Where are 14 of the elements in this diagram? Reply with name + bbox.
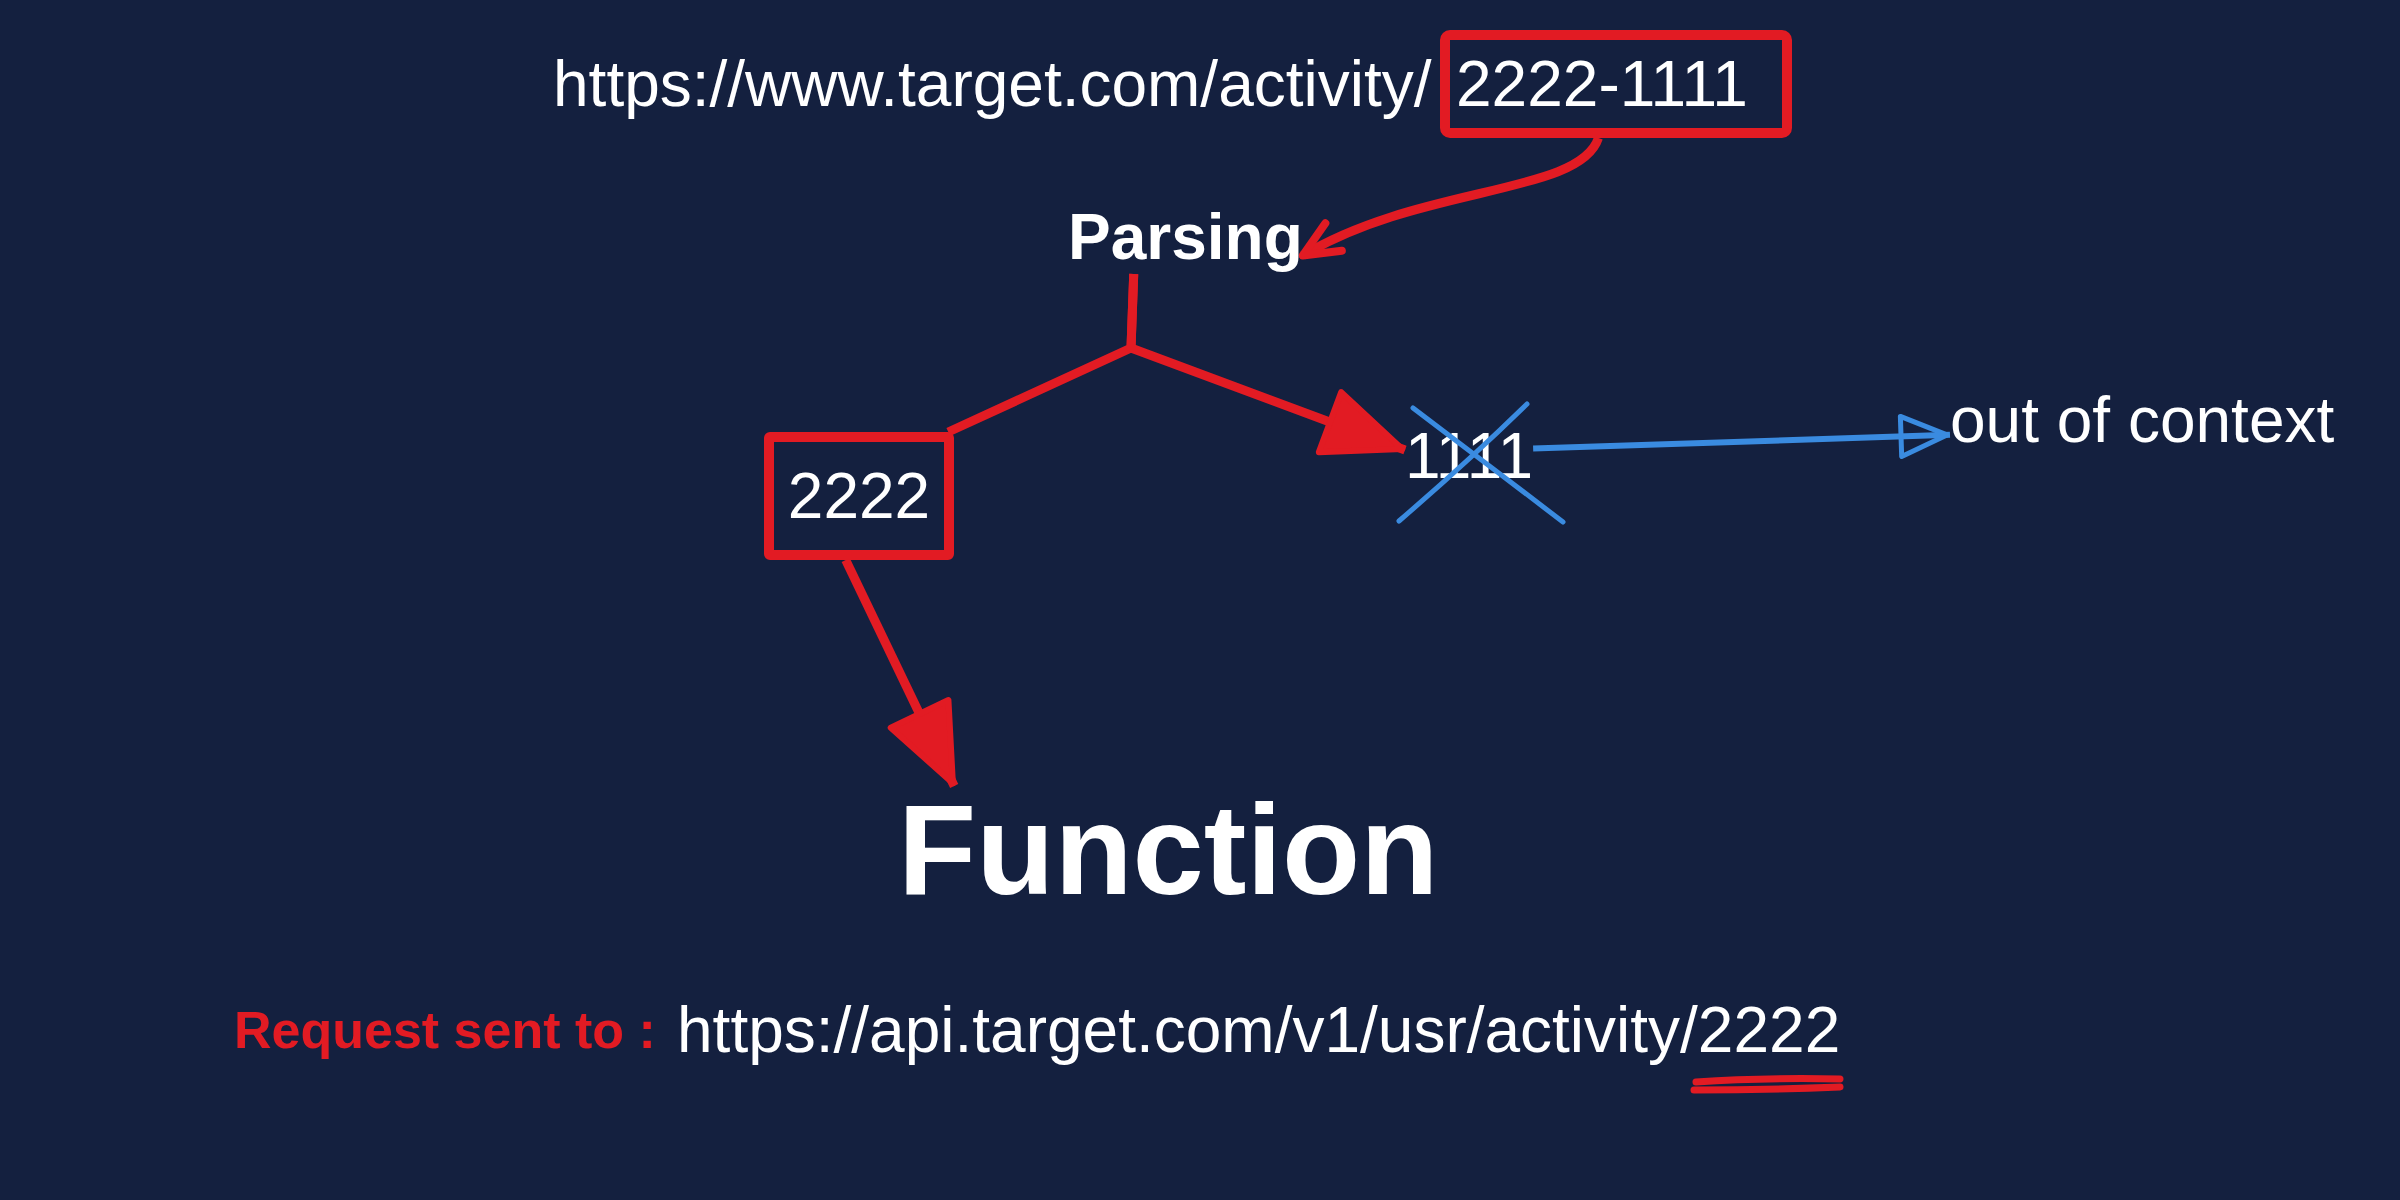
arrow xyxy=(1126,273,1407,456)
step-label: Parsing xyxy=(1068,200,1303,274)
url-text: https://api.target.com/v1/usr/activity/2222 xyxy=(677,993,1841,1067)
id-text: 2222-1111 xyxy=(1456,47,1748,121)
id-text: 2222 xyxy=(787,459,931,533)
heading-text: Function xyxy=(898,786,1439,914)
url-text: https://www.target.com/activity/ xyxy=(553,47,1432,121)
highlight-box xyxy=(764,432,954,560)
arrow xyxy=(841,558,959,788)
arrow xyxy=(1533,413,1951,459)
highlight-box xyxy=(1440,30,1792,138)
note-text: out of context xyxy=(1950,383,2335,457)
arrow xyxy=(1298,135,1603,260)
request-label: Request sent to : xyxy=(234,1000,656,1060)
